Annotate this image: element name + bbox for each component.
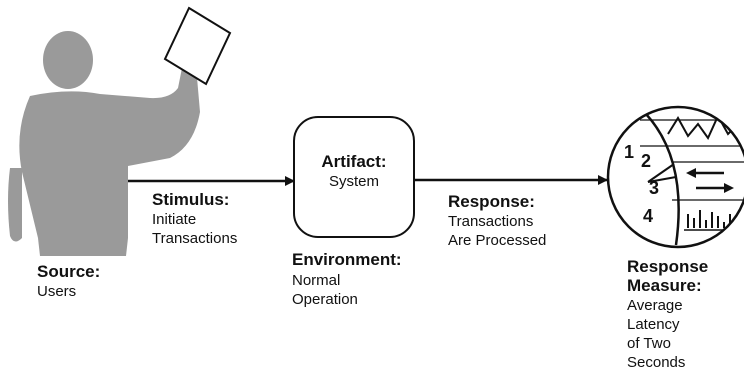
response-measure-text: Average Latency of Two Seconds — [627, 297, 686, 371]
user-figure-icon — [8, 31, 201, 256]
artifact-heading: Artifact: — [321, 152, 387, 171]
environment-text: Normal Operation — [292, 272, 358, 308]
response-measure-gauge-icon: 1 2 3 4 — [606, 105, 744, 249]
response-text: Transactions Are Processed — [448, 213, 547, 249]
double-arrow-icon — [686, 168, 734, 193]
paper-icon — [163, 6, 232, 86]
stimulus-heading: Stimulus: — [152, 190, 230, 209]
response-heading: Response: — [448, 192, 535, 211]
source-heading: Source: — [37, 262, 101, 281]
source-text: Users — [37, 283, 77, 300]
artifact-box — [293, 116, 415, 238]
stimulus-text: Initiate Transactions — [152, 211, 238, 247]
environment-heading: Environment: — [292, 250, 402, 269]
gauge-number-1: 1 — [624, 142, 634, 162]
gauge-number-3: 3 — [649, 178, 659, 198]
response-measure-heading: Response Measure: — [627, 257, 709, 295]
artifact-text: System — [328, 173, 379, 190]
gauge-number-2: 2 — [641, 151, 651, 171]
gauge-number-4: 4 — [643, 206, 653, 226]
